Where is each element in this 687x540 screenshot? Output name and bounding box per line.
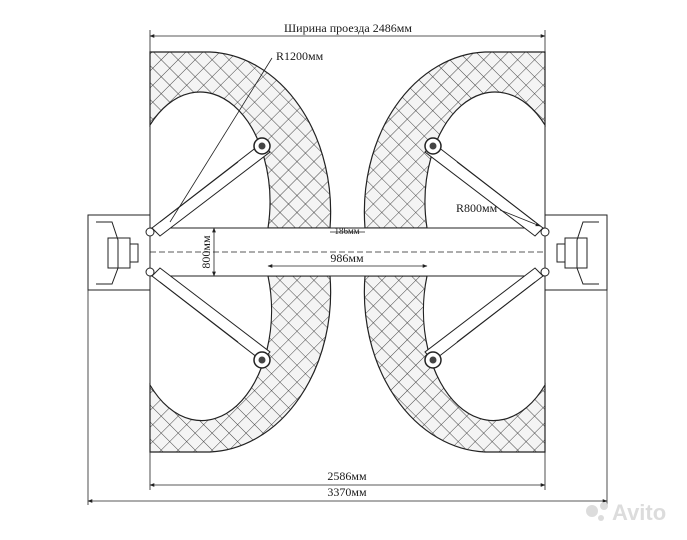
avito-watermark: Avito bbox=[586, 500, 666, 525]
dim-column-height: 800мм bbox=[199, 235, 213, 269]
avito-logo-icon bbox=[586, 505, 598, 517]
avito-watermark-text: Avito bbox=[612, 500, 666, 525]
dim-overall-width: 3370мм bbox=[327, 485, 367, 499]
swing-zone-bottom-left bbox=[149, 275, 332, 453]
dim-drive-width: Ширина проезда 2486мм bbox=[284, 21, 412, 35]
dim-gap-small: 186мм bbox=[335, 226, 360, 236]
right-column bbox=[544, 214, 608, 291]
swing-zone-bottom-right bbox=[363, 275, 546, 453]
swing-zone-top-right bbox=[363, 51, 546, 229]
dim-radius-small: R800мм bbox=[456, 201, 498, 215]
dim-arm-span: 986мм bbox=[330, 251, 364, 265]
arm-top-right bbox=[424, 137, 550, 237]
dim-radius-large: R1200мм bbox=[276, 49, 324, 63]
swing-zone-top-left bbox=[149, 51, 332, 229]
arm-bottom-left bbox=[145, 267, 271, 369]
left-column bbox=[87, 214, 151, 291]
dim-inner-width: 2586мм bbox=[327, 469, 367, 483]
arm-bottom-right bbox=[424, 267, 550, 369]
arm-top-left bbox=[145, 137, 271, 237]
